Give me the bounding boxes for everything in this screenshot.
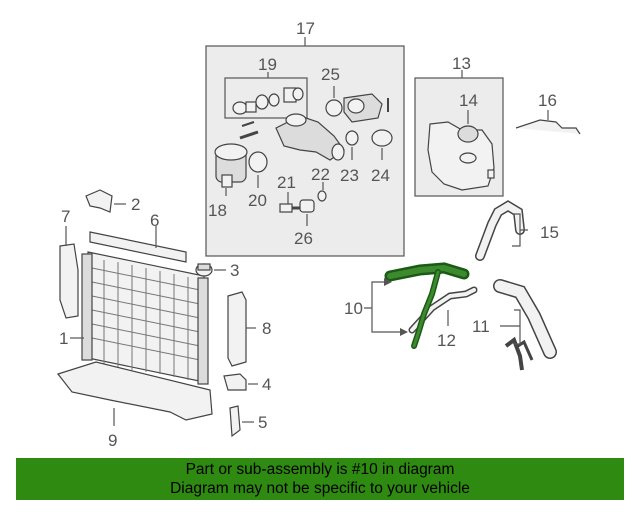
callout-8: 8 bbox=[262, 319, 271, 338]
callout-4: 4 bbox=[262, 375, 271, 394]
part-25-seal bbox=[325, 99, 343, 117]
part-8-seal bbox=[227, 291, 247, 367]
callout-9: 9 bbox=[108, 431, 117, 450]
part-thermostat-body bbox=[275, 113, 345, 161]
part-11-hose bbox=[493, 279, 557, 371]
part-2-bracket bbox=[85, 189, 113, 213]
callout-25: 25 bbox=[321, 65, 340, 84]
part-20-seal bbox=[248, 151, 268, 173]
part-9-deflector bbox=[56, 361, 213, 421]
callout-5: 5 bbox=[258, 413, 267, 432]
callout-15: 15 bbox=[540, 223, 559, 242]
part-1-radiator bbox=[81, 251, 209, 385]
part-26-fitting bbox=[299, 199, 315, 213]
callout-17: 17 bbox=[296, 19, 315, 38]
part-22-oring bbox=[317, 190, 327, 202]
banner-line-1: Part or sub-assembly is #10 in diagram bbox=[185, 461, 455, 478]
part-7-seal bbox=[59, 243, 79, 319]
part-16-pipe bbox=[515, 119, 581, 135]
callout-23: 23 bbox=[340, 166, 359, 185]
callout-6: 6 bbox=[150, 211, 159, 230]
callout-11: 11 bbox=[472, 317, 490, 336]
callout-24: 24 bbox=[371, 166, 390, 185]
part-24-seal bbox=[371, 129, 393, 147]
part-19-sensors bbox=[232, 87, 304, 115]
info-banner: Part or sub-assembly is #10 in diagram D… bbox=[16, 458, 624, 500]
part-15-hose bbox=[475, 200, 525, 261]
part-5-bracket bbox=[229, 405, 241, 438]
callout-13: 13 bbox=[452, 54, 471, 73]
callout-14: 14 bbox=[459, 91, 478, 110]
part-outlet-cover bbox=[343, 93, 389, 123]
callout-19: 19 bbox=[258, 55, 277, 74]
group-19-box bbox=[224, 77, 308, 119]
part-18-housing bbox=[214, 143, 248, 188]
part-4-bracket bbox=[223, 373, 247, 391]
callout-1: 1 bbox=[59, 329, 68, 348]
callout-2: 2 bbox=[131, 195, 140, 214]
callout-22: 22 bbox=[311, 165, 330, 184]
callout-16: 16 bbox=[538, 91, 557, 110]
callout-7: 7 bbox=[61, 207, 70, 226]
part-23-seal bbox=[345, 130, 359, 146]
part-14-reservoir bbox=[427, 121, 495, 191]
callout-12: 12 bbox=[437, 331, 456, 350]
callout-18: 18 bbox=[208, 201, 227, 220]
part-10-hose bbox=[384, 262, 470, 349]
callout-10: 10 bbox=[344, 299, 363, 318]
callout-21: 21 bbox=[277, 173, 296, 192]
callout-20: 20 bbox=[248, 191, 267, 210]
part-6-support bbox=[89, 231, 187, 263]
part-3-cap bbox=[195, 263, 213, 277]
callout-3: 3 bbox=[230, 261, 239, 280]
banner-line-2: Diagram may not be specific to your vehi… bbox=[170, 480, 470, 497]
callout-26: 26 bbox=[294, 229, 313, 248]
part-bolts bbox=[239, 121, 259, 140]
